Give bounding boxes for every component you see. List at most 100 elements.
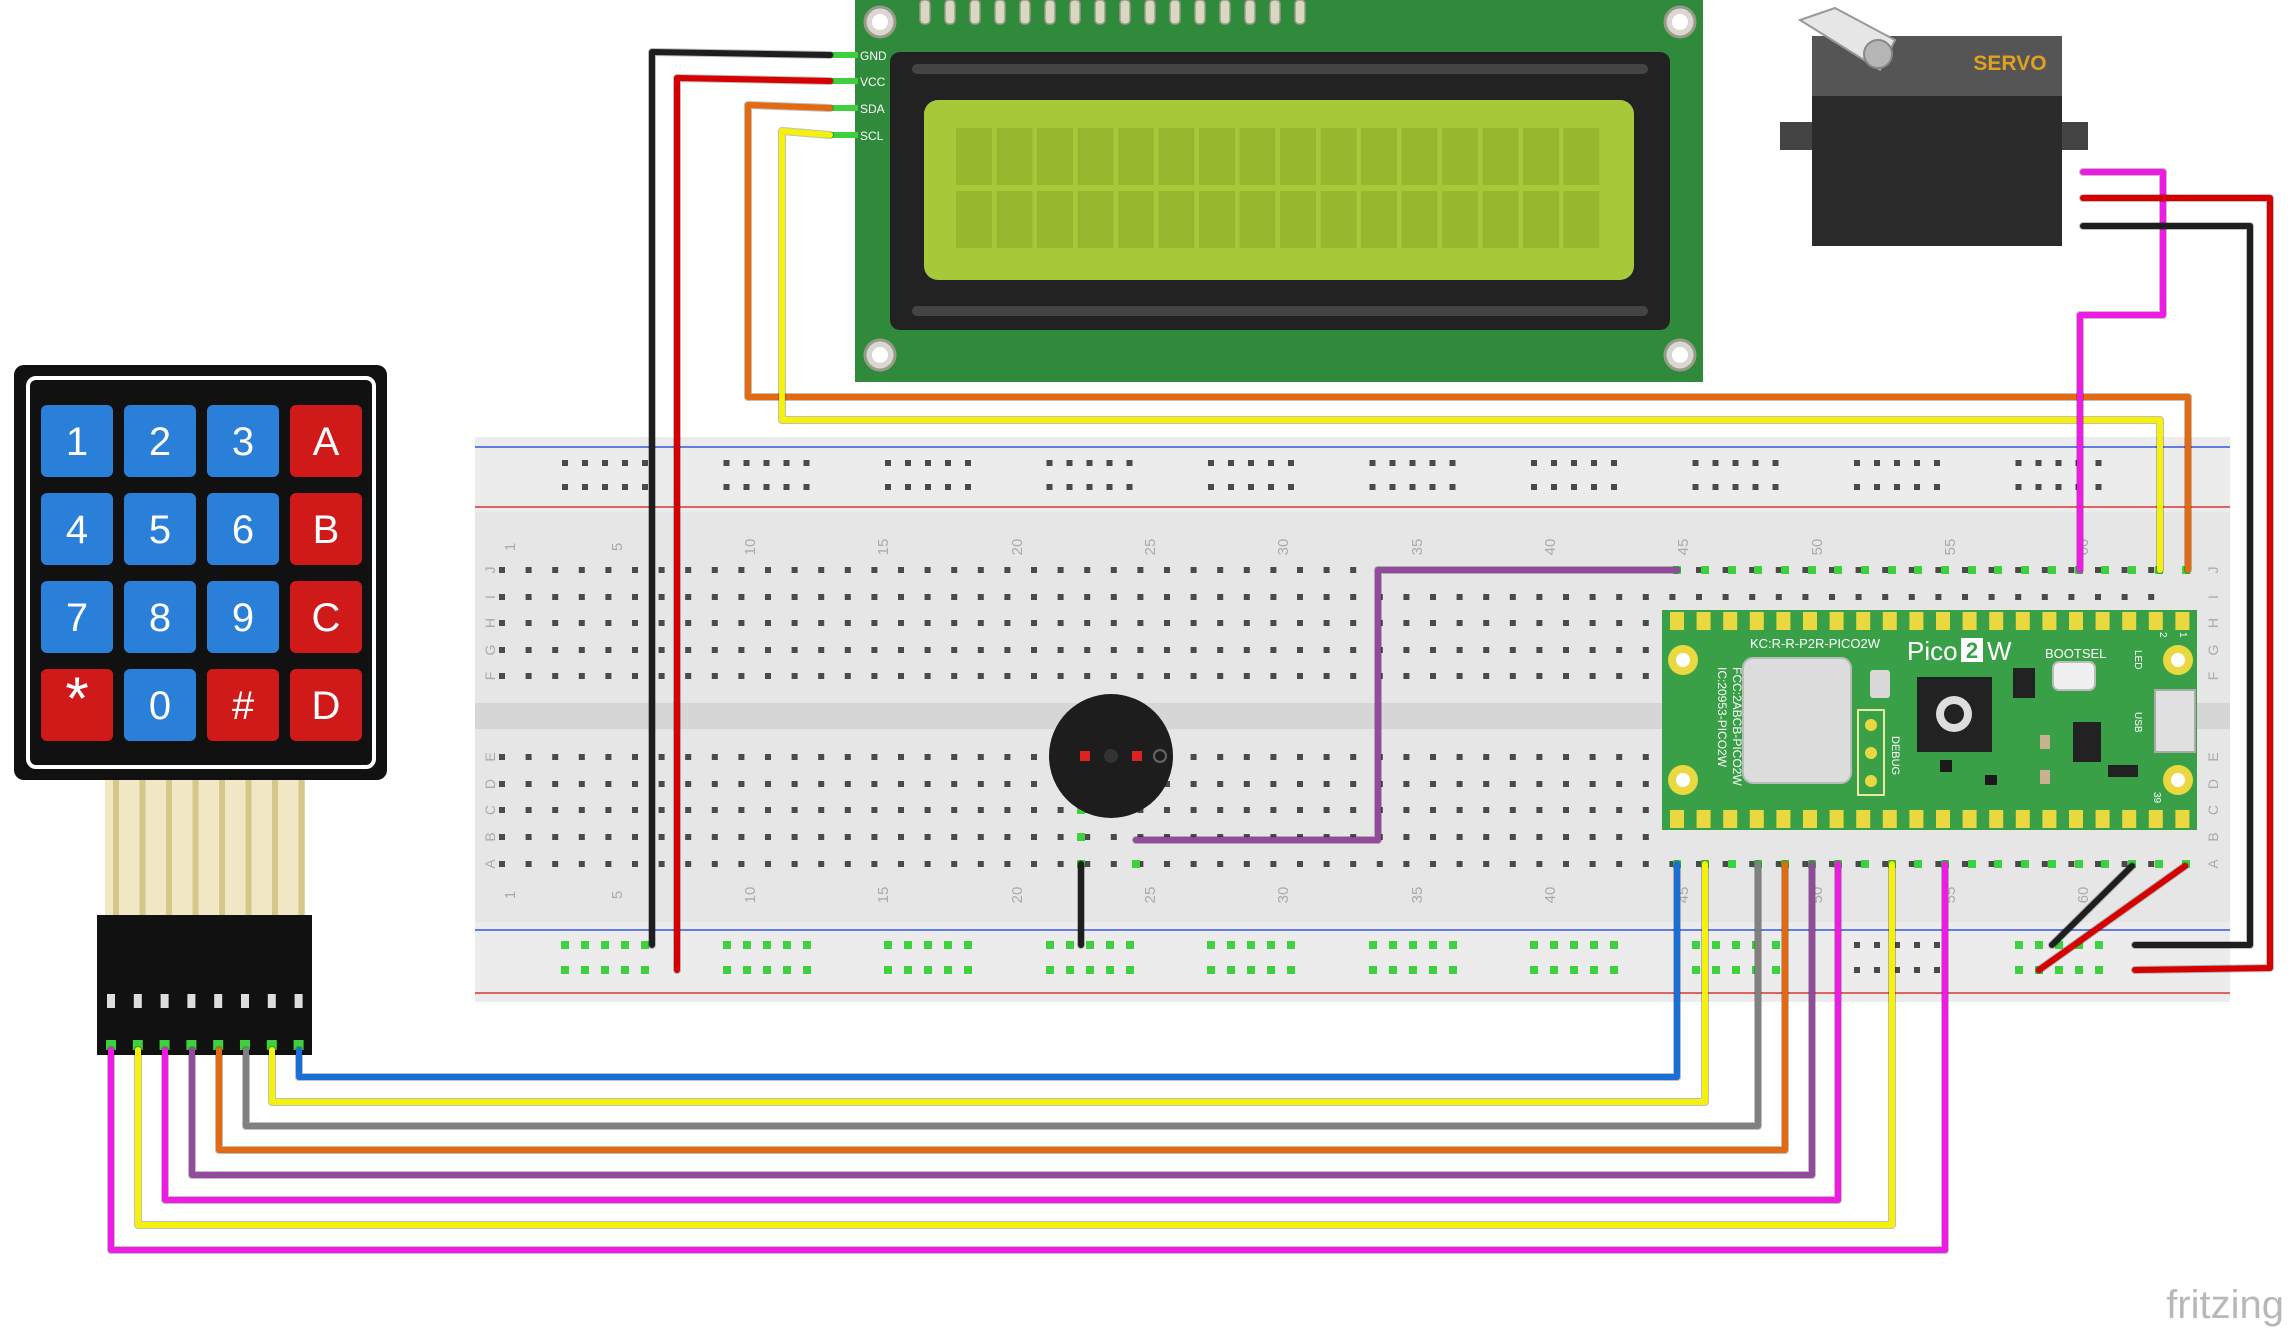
hole-icon xyxy=(525,620,532,626)
hole-icon xyxy=(1829,567,1835,573)
wire-vcc-lcd xyxy=(674,75,833,973)
connected-hole-icon xyxy=(884,966,892,974)
rail-hole-icon xyxy=(1752,460,1759,466)
hole-icon xyxy=(898,861,904,867)
connected-hole-icon xyxy=(1267,966,1275,974)
hole-icon xyxy=(1057,861,1064,867)
keypad-key[interactable] xyxy=(290,493,362,565)
keypad-key[interactable] xyxy=(207,405,279,477)
rail-hole-icon xyxy=(1449,460,1456,466)
keypad-key[interactable] xyxy=(290,581,362,653)
hole-icon xyxy=(1110,673,1117,679)
lcd-pin-lead xyxy=(826,78,858,84)
keypad-key[interactable] xyxy=(41,669,113,741)
header-pin-icon xyxy=(1094,0,1106,25)
keypad-key[interactable] xyxy=(124,669,196,741)
keypad-key[interactable] xyxy=(41,493,113,565)
hole-icon xyxy=(977,781,984,787)
rail-hole-icon xyxy=(2015,460,2022,466)
hole-icon xyxy=(578,567,585,573)
usb-connector-icon xyxy=(2154,689,2196,753)
hole-icon xyxy=(1563,861,1569,867)
connected-hole-icon xyxy=(2035,941,2043,949)
rail-hole-icon xyxy=(1874,942,1880,948)
keypad-key[interactable] xyxy=(207,669,279,741)
pico-pad-icon xyxy=(2042,810,2057,828)
hole-icon xyxy=(1536,673,1543,679)
keypad-key[interactable] xyxy=(290,405,362,477)
lcd-cell xyxy=(1199,128,1235,185)
pico-pad-icon xyxy=(1670,612,1684,630)
hole-icon xyxy=(1456,647,1463,653)
keypad-key[interactable] xyxy=(124,581,196,653)
hole-icon xyxy=(685,834,692,840)
keypad-key[interactable] xyxy=(207,493,279,565)
hole-icon xyxy=(1403,594,1410,600)
bottom-power-rail xyxy=(475,922,2230,1002)
hole-icon xyxy=(844,861,851,867)
column-number: 5 xyxy=(609,891,626,899)
rail-hole-icon xyxy=(1288,484,1294,490)
hole-icon xyxy=(1350,781,1357,787)
keypad-key[interactable] xyxy=(124,493,196,565)
keypad-key[interactable] xyxy=(207,581,279,653)
hole-icon xyxy=(552,673,559,679)
connected-hole-icon xyxy=(944,941,952,949)
hole-icon xyxy=(898,567,904,573)
connected-hole-icon xyxy=(621,966,629,974)
rail-hole-icon xyxy=(1409,460,1416,466)
rail-hole-icon xyxy=(723,484,730,490)
wire-servo-signal xyxy=(2077,169,2166,573)
connected-hole-icon xyxy=(964,966,972,974)
hole-icon xyxy=(658,567,665,573)
hole-icon xyxy=(1110,834,1117,840)
hole-icon xyxy=(632,754,638,760)
hole-icon xyxy=(632,861,638,867)
hole-icon xyxy=(1483,834,1490,840)
rail-hole-icon xyxy=(1126,484,1133,490)
hole-icon xyxy=(1509,594,1516,600)
pico-2w-board: DEBUG KC:R-R-P2R-PICO2W Pico 2 W BOOTSEL… xyxy=(1662,610,2197,830)
rail-hole-icon xyxy=(1712,484,1719,490)
hole-icon xyxy=(1589,861,1596,867)
hole-icon xyxy=(2148,861,2155,867)
connector-pad-icon xyxy=(106,1040,116,1050)
column-number: 5 xyxy=(609,543,626,551)
ribbon-trace xyxy=(219,780,225,915)
mount-hole-center-icon xyxy=(872,347,888,363)
hole-icon xyxy=(578,594,585,600)
hole-icon xyxy=(1536,781,1543,787)
keypad-key[interactable] xyxy=(41,405,113,477)
hole-icon xyxy=(1536,754,1543,760)
rail-hole-icon xyxy=(2095,484,2102,490)
hole-icon xyxy=(525,594,532,600)
column-number: 30 xyxy=(1275,539,1292,556)
lcd-cell xyxy=(1158,191,1195,248)
hole-icon xyxy=(1642,834,1649,840)
hole-icon xyxy=(844,594,851,600)
keypad-key[interactable] xyxy=(124,405,196,477)
hole-icon xyxy=(1350,567,1357,573)
connector-pins xyxy=(106,994,304,1050)
hole-icon xyxy=(1935,594,1942,600)
flash-chip xyxy=(2073,722,2101,762)
hole-icon xyxy=(738,647,745,653)
hole-icon xyxy=(977,620,984,626)
hole-icon xyxy=(1483,647,1490,653)
hole-icon xyxy=(632,647,638,653)
connected-hole-icon xyxy=(1086,941,1094,949)
rail-hole-icon xyxy=(783,460,790,466)
hole-icon xyxy=(1456,781,1463,787)
hole-icon xyxy=(1483,620,1490,626)
hole-icon xyxy=(1323,673,1330,679)
keypad-key[interactable] xyxy=(41,581,113,653)
rail-hole-icon xyxy=(1591,460,1597,466)
keypad-key[interactable] xyxy=(290,669,362,741)
lcd-cell xyxy=(1239,128,1276,185)
rail-hole-icon xyxy=(1894,484,1900,490)
hole-icon xyxy=(1084,594,1091,600)
hole-icon xyxy=(844,781,851,787)
hole-icon xyxy=(1323,861,1330,867)
connected-hole-icon xyxy=(1550,966,1558,974)
